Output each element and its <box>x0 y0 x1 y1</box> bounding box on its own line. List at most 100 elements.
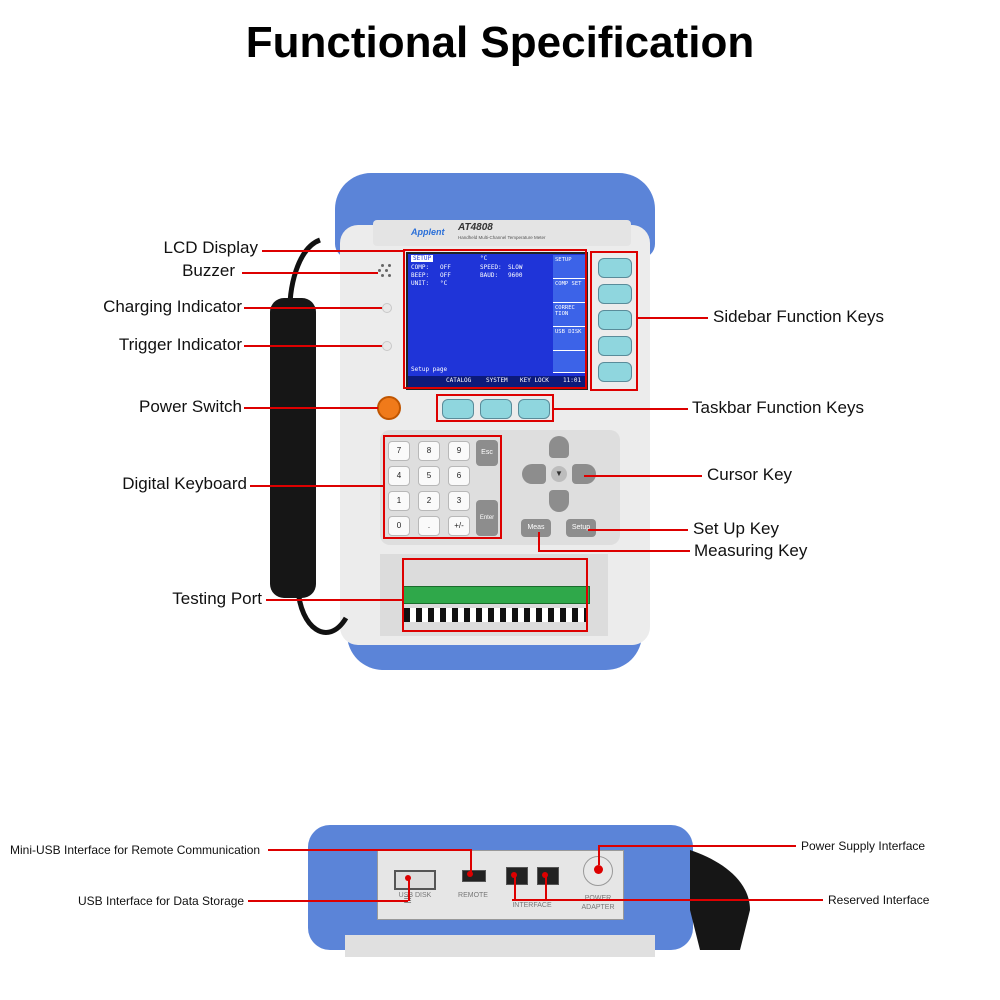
screen-sidebar-2: COMP SET <box>553 279 585 303</box>
taskbar-catalog: CATALOG <box>446 377 472 384</box>
screen-unit: °C <box>480 255 488 262</box>
buzzer-grille <box>378 264 394 278</box>
leader-power-supply-drop <box>598 845 600 865</box>
esc-key[interactable]: Esc <box>476 440 498 466</box>
taskbar-key-lock: KEY LOCK <box>520 377 549 384</box>
leader-buzzer <box>242 272 378 274</box>
keyboard-highlight-box <box>383 435 502 539</box>
screen-row-1-v2: SLOW <box>508 264 523 271</box>
interface-port-1[interactable] <box>506 867 528 885</box>
cursor-right-key[interactable] <box>572 464 596 484</box>
taskbar-system: SYSTEM <box>486 377 508 384</box>
key-2[interactable]: 2 <box>418 491 440 511</box>
label-buzzer: Buzzer <box>182 261 235 280</box>
brand-plate: Applent AT4808 Handheld Multi-Channel Te… <box>373 220 631 246</box>
label-usb-interface: USB Interface for Data Storage <box>78 894 245 908</box>
trigger-led <box>382 341 392 351</box>
screen-status: Setup page <box>411 366 448 373</box>
key-3[interactable]: 3 <box>448 491 470 511</box>
meas-key[interactable]: Meas <box>521 519 551 537</box>
brand-logo: Applent <box>411 227 445 237</box>
sidebar-function-key-4[interactable] <box>598 336 632 356</box>
key-0[interactable]: 0 <box>388 516 410 536</box>
leader-reserved-interface <box>512 899 823 901</box>
sidebar-function-key-5[interactable] <box>598 362 632 382</box>
page-title: Functional Specification <box>245 18 755 67</box>
cursor-center-key[interactable]: ▼ <box>551 466 567 482</box>
screen-row-1-k2: SPEED: <box>480 264 502 271</box>
usb-disk-port[interactable] <box>394 870 436 890</box>
label-charging-indicator: Charging Indicator <box>103 297 242 316</box>
leader-mini-usb-interface <box>268 849 470 851</box>
screen-sidebar-1: SETUP <box>553 255 585 279</box>
label-measuring-key: Measuring Key <box>694 541 808 560</box>
leader-digital-keyboard <box>250 485 383 487</box>
label-digital-keyboard: Digital Keyboard <box>122 474 247 493</box>
leader-reserved-drop-2 <box>545 875 547 899</box>
cursor-up-key[interactable] <box>549 436 569 458</box>
terminal-holes <box>404 608 586 622</box>
enter-key[interactable]: Enter <box>476 500 498 536</box>
marker-interface-2 <box>542 872 548 878</box>
key-dot[interactable]: . <box>418 516 440 536</box>
port-label-usb-disk: USB DISK <box>398 892 432 899</box>
leader-taskbar-function-keys <box>554 408 688 410</box>
taskbar-function-key-3[interactable] <box>518 399 550 419</box>
key-9[interactable]: 9 <box>448 441 470 461</box>
key-4[interactable]: 4 <box>388 466 410 486</box>
key-6[interactable]: 6 <box>448 466 470 486</box>
setup-key[interactable]: Setup <box>566 519 596 537</box>
key-1[interactable]: 1 <box>388 491 410 511</box>
leader-trigger-indicator <box>244 345 382 347</box>
leader-usb-interface-rise <box>408 879 410 901</box>
screen-taskbar: CATALOG SYSTEM KEY LOCK 11:01 <box>408 376 586 388</box>
label-power-switch: Power Switch <box>139 397 242 416</box>
label-lcd-display: LCD Display <box>163 238 258 257</box>
screen-sidebar-4: USB DISK <box>553 327 585 351</box>
marker-mini-usb <box>467 871 473 877</box>
leader-mini-usb-interface-drop <box>470 849 472 873</box>
taskbar-function-key-2[interactable] <box>480 399 512 419</box>
key-7[interactable]: 7 <box>388 441 410 461</box>
key-plus-minus[interactable]: +/- <box>448 516 470 536</box>
screen-row-2-v2: 9600 <box>508 272 523 279</box>
screen-row-2-k2: BAUD: <box>480 272 499 279</box>
leader-testing-port <box>266 599 402 601</box>
taskbar-keys-highlight-box <box>436 394 554 422</box>
power-switch-button[interactable] <box>377 396 401 420</box>
cursor-left-key[interactable] <box>522 464 546 484</box>
port-label-interface: INTERFACE <box>512 902 552 909</box>
leader-power-switch <box>244 407 378 409</box>
label-set-up-key: Set Up Key <box>693 519 779 538</box>
interface-port-2[interactable] <box>537 867 559 885</box>
screen-header-tag: SETUP <box>411 255 434 262</box>
label-cursor-key: Cursor Key <box>707 465 793 484</box>
port-label-power-adapter: POWER ADAPTER <box>581 895 615 911</box>
wrist-strap <box>270 237 349 635</box>
label-trigger-indicator: Trigger Indicator <box>118 335 242 354</box>
leader-cursor-key <box>584 475 702 477</box>
sidebar-keys-highlight-box <box>590 251 638 391</box>
label-mini-usb-interface: Mini-USB Interface for Remote Communicat… <box>10 843 261 857</box>
remote-mini-usb-port[interactable] <box>462 870 486 882</box>
screen-sidebar-5 <box>553 351 585 373</box>
model-name: AT4808 <box>458 222 493 233</box>
label-taskbar-function-keys: Taskbar Function Keys <box>692 398 864 417</box>
key-8[interactable]: 8 <box>418 441 440 461</box>
key-5[interactable]: 5 <box>418 466 440 486</box>
bottom-view-strap <box>690 850 750 950</box>
lcd-screen: SETUP °C COMP: OFF SPEED: SLOW BEEP: OFF… <box>406 252 588 390</box>
taskbar-clock: 11:01 <box>563 377 582 384</box>
device-front: Applent AT4808 Handheld Multi-Channel Te… <box>335 173 655 670</box>
sidebar-function-key-2[interactable] <box>598 284 632 304</box>
label-power-supply-interface: Power Supply Interface <box>801 839 926 853</box>
screen-row-3-k1: UNIT: <box>411 280 430 287</box>
sidebar-function-key-3[interactable] <box>598 310 632 330</box>
testing-port-highlight-box <box>402 558 588 632</box>
port-label-remote: REMOTE <box>458 892 488 899</box>
sidebar-function-key-1[interactable] <box>598 258 632 278</box>
leader-reserved-drop-1 <box>514 875 516 899</box>
cursor-down-key[interactable] <box>549 490 569 512</box>
taskbar-function-key-1[interactable] <box>442 399 474 419</box>
label-reserved-interface: Reserved Interface <box>828 893 930 907</box>
